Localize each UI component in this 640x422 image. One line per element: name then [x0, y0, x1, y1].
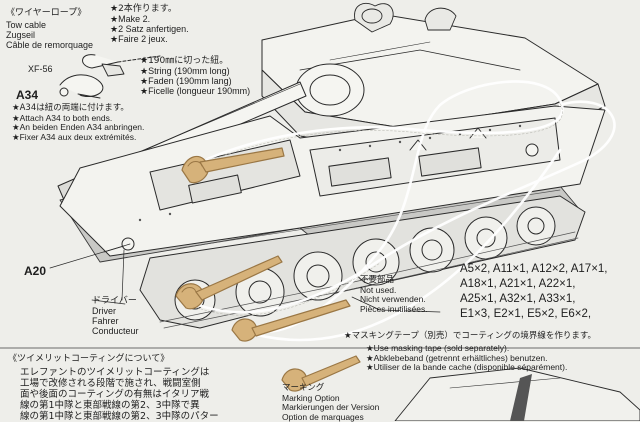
tow-cable-names: Tow cable Zugseil Câble de remorquage [6, 20, 93, 50]
zimmerit-line: 線の第1中隊と東部戦線の第2、3中隊で異 [20, 400, 219, 411]
driver-label-jp: ドライバー [92, 296, 139, 306]
make-note-en: ★Make 2. [110, 14, 189, 24]
not-used-parts-row: E1×3, E2×1, E5×2, E6×2, [460, 307, 608, 322]
tow-cable-name-de: Zugseil [6, 30, 93, 40]
attach-note-fr: ★Fixer A34 aux deux extrémités. [12, 133, 144, 143]
string-note-de: ★Faden (190mm lang) [140, 76, 250, 86]
string-note-jp: ★190㎜に切った紐。 [140, 56, 250, 66]
masking-notes: ★Use masking tape (sold separately). ★Ab… [366, 344, 567, 373]
string-note-fr: ★Ficelle (longueur 190mm) [140, 86, 250, 96]
string-length-note: ★190㎜に切った紐。 ★String (190mm long) ★Faden … [140, 56, 250, 96]
marking-option-label: マーキング Marking Option Markierungen der Ve… [282, 384, 379, 422]
masking-heading: ★マスキングテープ（別売）でコーティングの境界線を作ります。 [344, 331, 596, 341]
not-used-fr: Pièces inutilisées. [360, 305, 428, 315]
string-note-en: ★String (190mm long) [140, 66, 250, 76]
tow-cable-name-fr: Câble de remorquage [6, 40, 93, 50]
not-used-parts-row: A18×1, A21×1, A22×1, [460, 277, 608, 292]
make-note-jp: ★2本作ります。 [110, 4, 189, 14]
make-two-note: ★2本作ります。 ★Make 2. ★2 Satz anfertigen. ★F… [110, 4, 189, 44]
zimmerit-heading: 《ツイメリットコーティングについて》 [8, 354, 169, 364]
part-label-a34: A34 [16, 90, 38, 100]
masking-note-fr: ★Utiliser de la bande cache (disponible … [366, 363, 567, 373]
make-note-de: ★2 Satz anfertigen. [110, 24, 189, 34]
driver-label-fr: Conducteur [92, 326, 139, 336]
paint-code-label: XF-56 [28, 64, 53, 74]
driver-label: ドライバー Driver Fahrer Conducteur [92, 296, 139, 336]
make-note-fr: ★Faire 2 jeux. [110, 34, 189, 44]
part-label-a20: A20 [24, 266, 46, 276]
tow-cable-heading: 《ワイヤーロープ》 [6, 8, 86, 18]
not-used-label: 不要部品 Not used. Nicht verwenden. Pièces i… [360, 276, 428, 314]
zimmerit-line: 線の第1中隊と東部戦線の第2、3中隊のパター [20, 411, 219, 422]
not-used-parts-list: A5×2, A11×1, A12×2, A17×1, A18×1, A21×1,… [460, 262, 608, 322]
zimmerit-line: 面や後面のコーティングの有無はイタリア戦 [20, 389, 219, 400]
not-used-parts-row: A5×2, A11×1, A12×2, A17×1, [460, 262, 608, 277]
zimmerit-line: エレファントのツイメリットコーティングは [20, 367, 219, 378]
not-used-parts-row: A25×1, A32×1, A33×1, [460, 292, 608, 307]
tow-cable-name-en: Tow cable [6, 20, 93, 30]
driver-label-de: Fahrer [92, 316, 139, 326]
attach-note: ★A34は紐の両端に付けます。 ★Attach A34 to both ends… [12, 104, 144, 142]
zimmerit-line: 工場で改修される段階で施され、戦闘室側 [20, 378, 219, 389]
zimmerit-body: エレファントのツイメリットコーティングは 工場で改修される段階で施され、戦闘室側… [20, 367, 219, 422]
driver-label-en: Driver [92, 306, 139, 316]
